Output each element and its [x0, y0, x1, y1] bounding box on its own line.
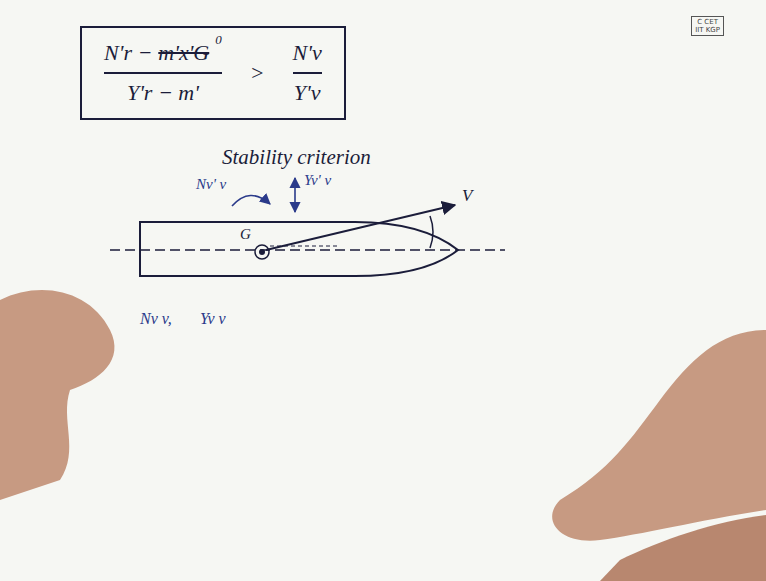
- logo-text: IIT KGP: [695, 26, 720, 34]
- term-label: Yv v: [200, 310, 226, 328]
- crossed-term: m'x'G: [158, 40, 209, 66]
- vector-label: V: [462, 186, 472, 206]
- moment-arrow: [232, 195, 270, 206]
- centre-line: [110, 249, 505, 251]
- centre-of-gravity: [255, 245, 269, 259]
- fraction: N'vY'v: [293, 40, 322, 106]
- fraction-bar: [293, 72, 322, 74]
- numerator: N'v: [293, 40, 322, 66]
- drift-angle-arc: [430, 216, 433, 248]
- centre-dot: [259, 249, 265, 255]
- ship-hull: [140, 222, 458, 276]
- fraction-bar: [104, 72, 222, 74]
- zero-mark: 0: [215, 32, 222, 48]
- numerator-term: N'r −: [104, 40, 152, 66]
- logo-text: C CET: [695, 18, 720, 26]
- hand: [552, 330, 766, 541]
- hand: [600, 515, 766, 581]
- inequality-sign: >: [250, 60, 265, 86]
- moment-label: Nv' v: [196, 176, 226, 193]
- term-label: Nv v,: [140, 310, 172, 328]
- force-arrow: [294, 178, 296, 212]
- heading-note: Stability criterion: [222, 145, 371, 170]
- numerator: N'r −m'x'G0: [104, 40, 222, 66]
- fraction: N'r −m'x'G0Y'r − m': [104, 40, 222, 106]
- hand: [0, 290, 114, 500]
- logo-box: C CETIIT KGP: [691, 16, 724, 36]
- denominator: Y'v: [294, 80, 321, 106]
- point-label: G: [240, 226, 251, 243]
- denominator: Y'r − m': [127, 80, 199, 106]
- force-label: Yv' v: [304, 172, 331, 189]
- equation-box: N'r −m'x'G0Y'r − m'>N'vY'v: [80, 26, 346, 120]
- reference-line: [270, 246, 340, 247]
